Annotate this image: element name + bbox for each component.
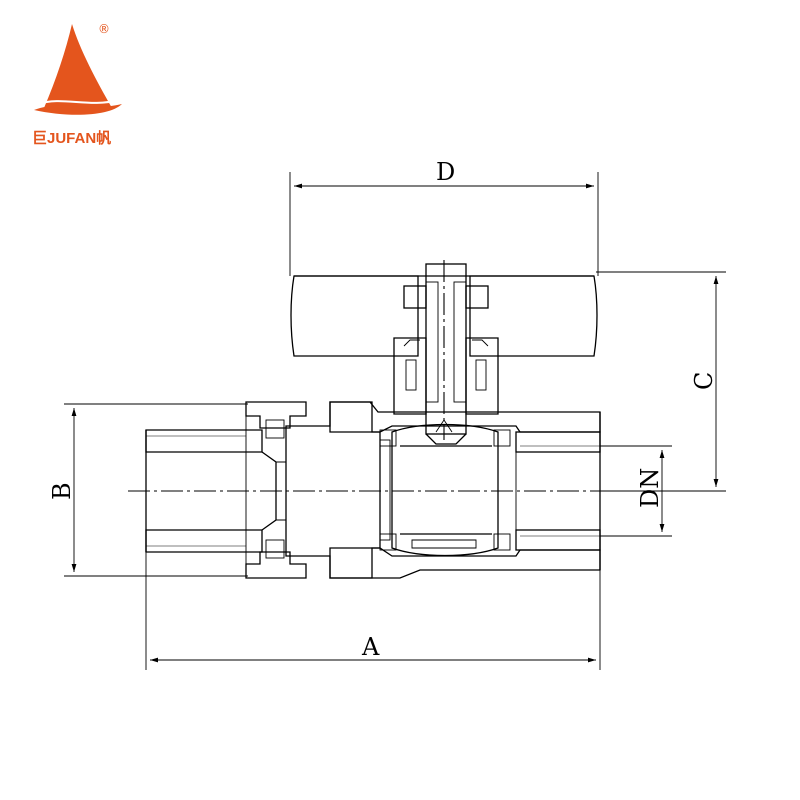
brand-name: 巨JUFAN帆 — [32, 129, 111, 147]
dimension-dn: DN — [600, 445, 672, 537]
dimension-a: A — [145, 552, 601, 670]
sail-icon — [44, 24, 112, 108]
bonnet — [393, 337, 499, 415]
male-thread-end — [145, 429, 287, 553]
handle-nut — [403, 285, 489, 309]
dimension-a-label: A — [361, 633, 380, 661]
brand-logo: ® 巨JUFAN帆 — [32, 22, 122, 147]
valve-stem — [425, 260, 467, 445]
dimension-d-label: D — [436, 158, 455, 186]
wave-icon — [34, 104, 122, 115]
dimension-b-label: B — [48, 482, 76, 500]
dimension-d: D — [289, 158, 599, 276]
valve-body — [285, 401, 601, 579]
seat-rings — [379, 429, 511, 551]
ball — [391, 419, 499, 557]
registered-mark: ® — [98, 22, 110, 36]
union-nut — [245, 401, 307, 579]
dimension-c: C — [596, 271, 726, 492]
dimension-c-label: C — [690, 372, 718, 390]
dimension-b: B — [48, 403, 248, 577]
dimension-dn-label: DN — [636, 468, 664, 508]
